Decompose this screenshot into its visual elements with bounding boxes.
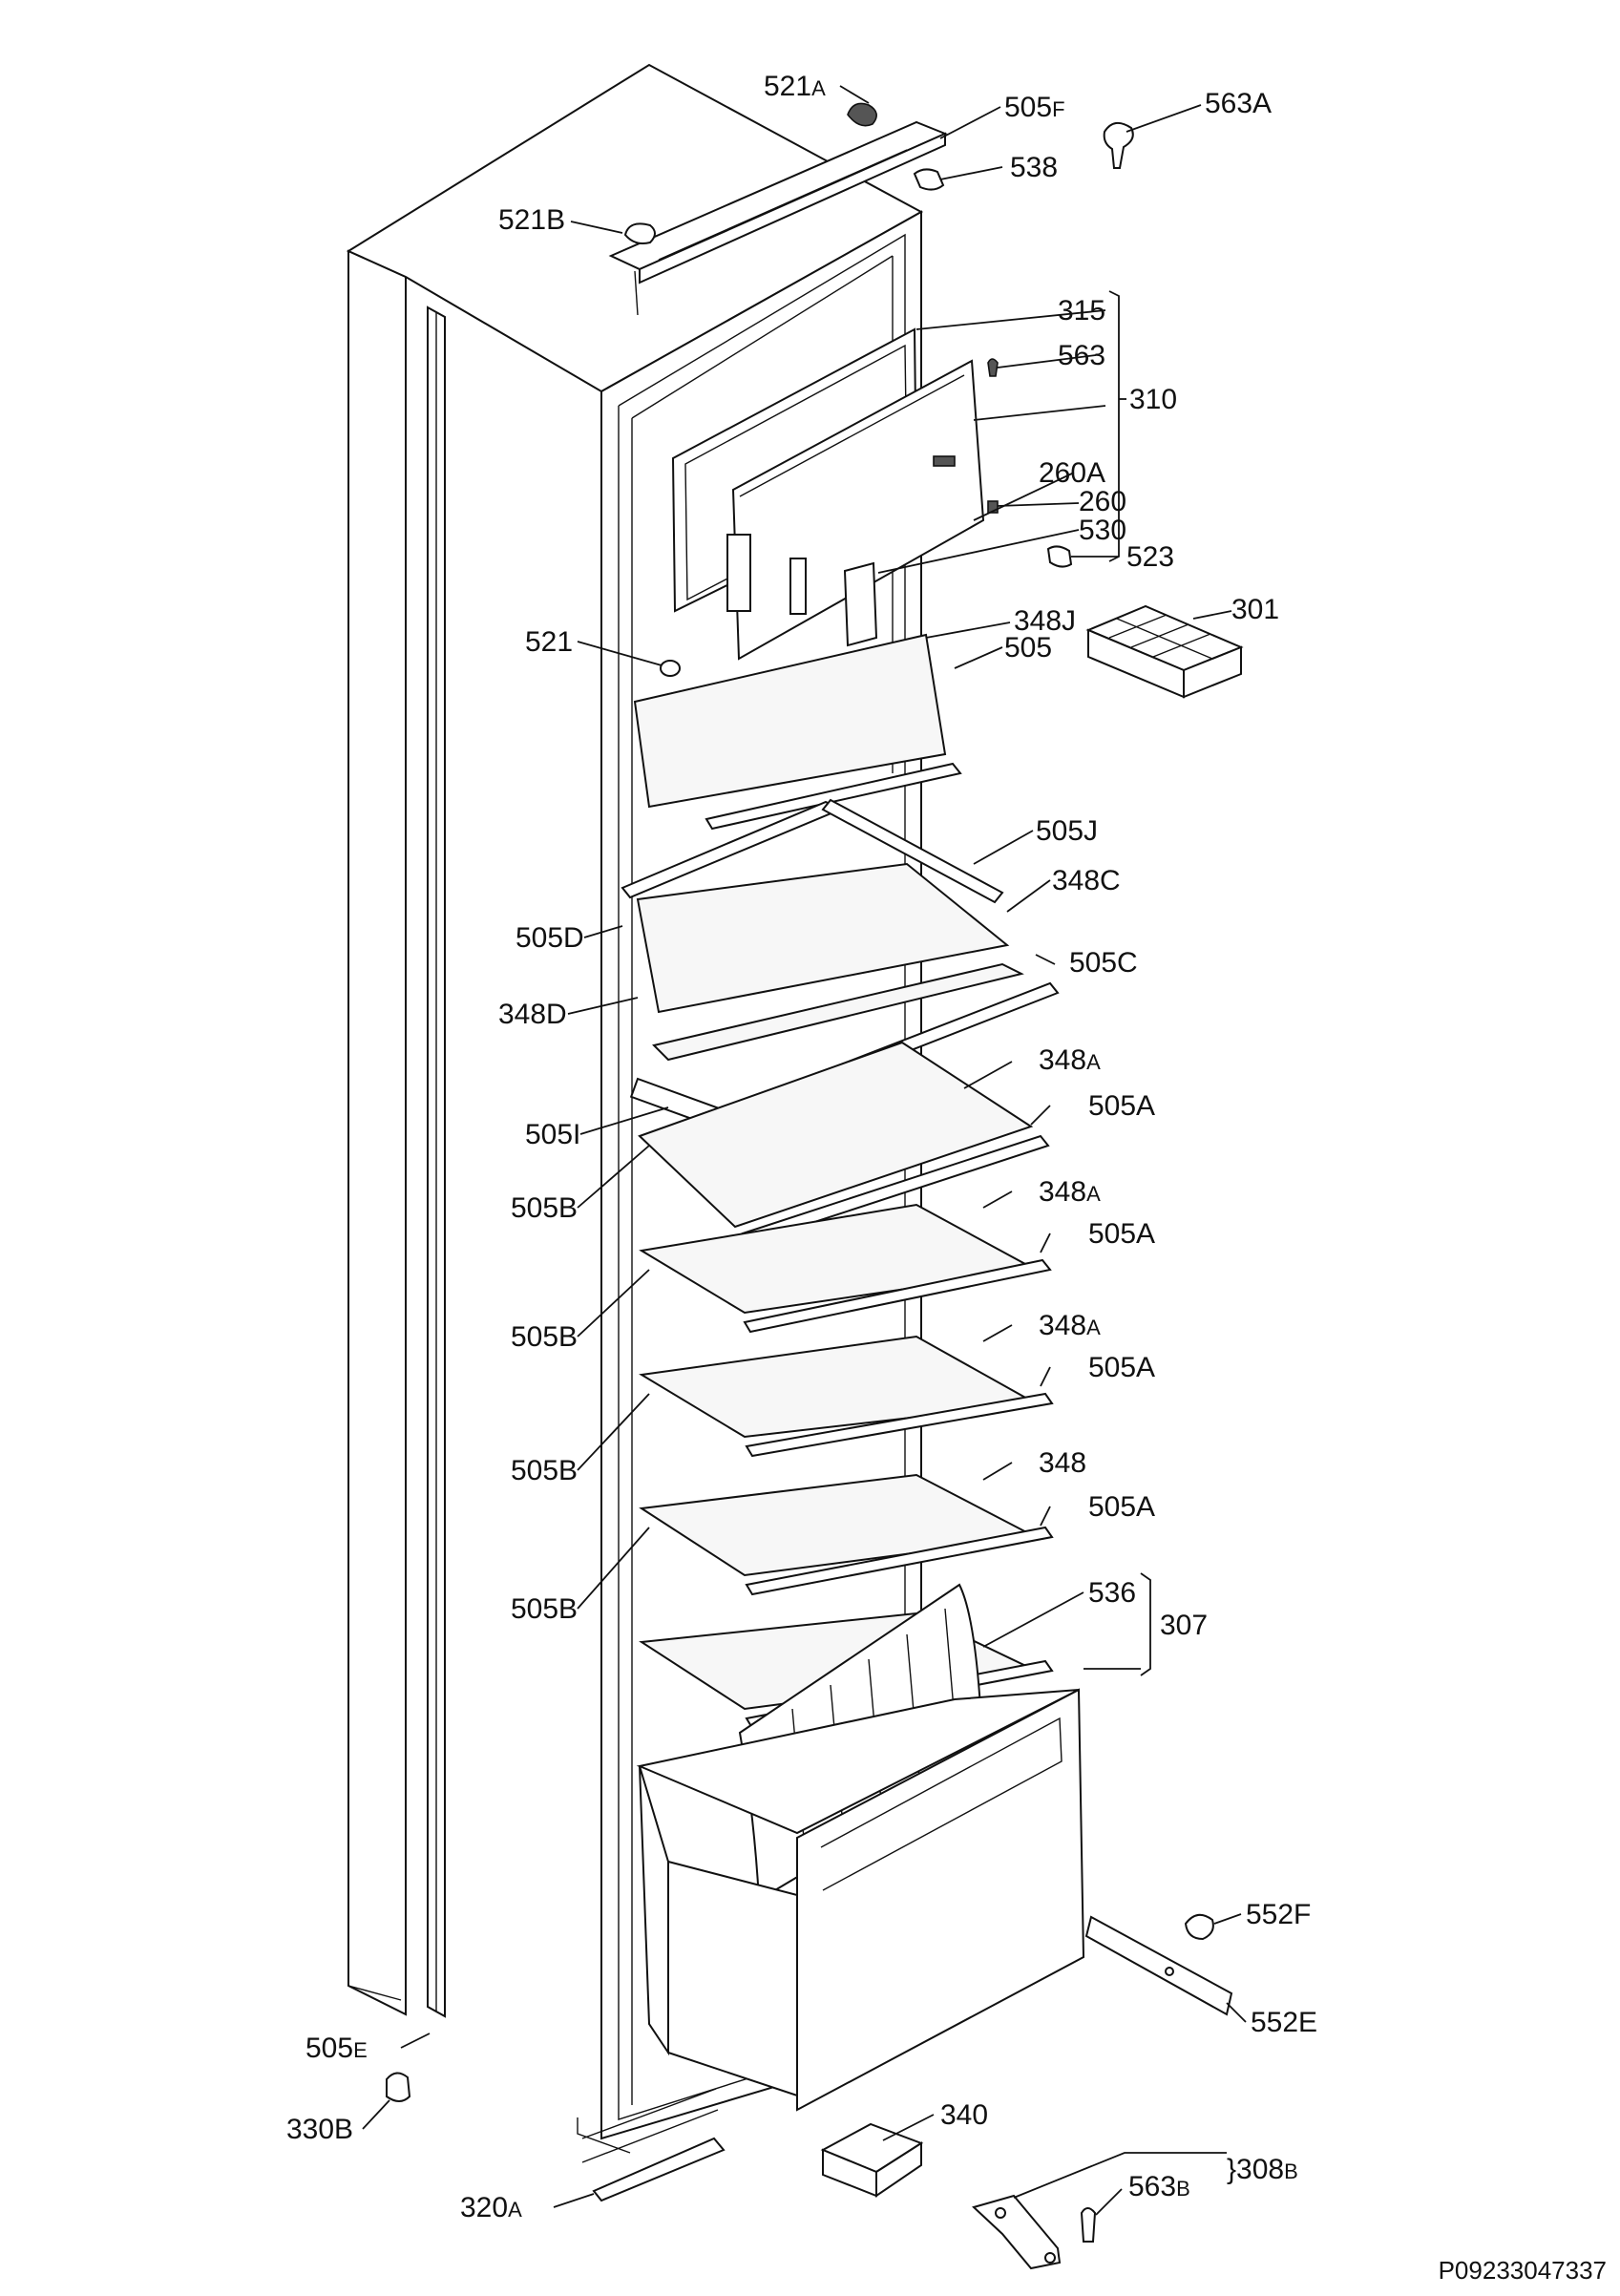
label-505: 505 — [1004, 632, 1052, 664]
shelf-348j-group — [633, 633, 962, 831]
label-505e: 505E — [305, 2033, 368, 2064]
label-310: 310 — [1129, 384, 1177, 415]
knob-521a — [847, 102, 877, 127]
label-330b: 330B — [286, 2114, 353, 2145]
label-348j: 348J — [1014, 605, 1076, 637]
label-505f: 505F — [1004, 92, 1065, 123]
label-563: 563 — [1058, 340, 1105, 371]
label-505b-4: 505B — [511, 1593, 578, 1625]
label-530: 530 — [1079, 515, 1126, 546]
left-door-strip — [427, 305, 446, 2018]
screw-552f — [1184, 1913, 1214, 1941]
shelf-348c — [652, 962, 1024, 1062]
label-348a-3: 348A — [1039, 1310, 1101, 1341]
part-260 — [987, 500, 999, 514]
glass-shelves — [638, 1041, 1054, 1730]
knob-521 — [660, 660, 681, 677]
label-505d: 505D — [515, 922, 584, 954]
part-labels: 521A 505F 563A 538 521B 315 563 310 260A… — [286, 71, 1317, 2223]
shelf-348d — [636, 862, 1010, 1014]
document-reference: P09233047337 — [1438, 2256, 1607, 2285]
door-vent — [933, 455, 956, 467]
label-552e: 552E — [1251, 2007, 1317, 2038]
label-505a-1: 505A — [1088, 1090, 1155, 1122]
label-340: 340 — [940, 2099, 988, 2131]
label-563a: 563A — [1205, 88, 1272, 119]
strip-505a-2 — [743, 1258, 1052, 1334]
label-505a-3: 505A — [1088, 1352, 1155, 1383]
cabinet-bottom-edge — [347, 1985, 402, 2001]
screw-563 — [987, 358, 999, 377]
rail-552e — [1084, 1915, 1233, 2016]
cabinet-left-side — [347, 249, 407, 2016]
bottom-parts — [386, 2072, 1097, 2270]
label-348c: 348C — [1052, 865, 1121, 896]
door-catch — [843, 561, 878, 647]
knob-521b — [623, 222, 656, 244]
shelf-348j — [633, 633, 947, 809]
handle-530 — [789, 558, 807, 615]
label-348: 348 — [1039, 1447, 1086, 1479]
strip-505a-3 — [745, 1392, 1054, 1458]
label-260a: 260A — [1039, 457, 1105, 489]
bracket-538 — [913, 168, 945, 191]
label-307: 307 — [1160, 1610, 1208, 1641]
freezer-door-group — [671, 327, 1073, 661]
foot-330b — [386, 2072, 411, 2102]
label-505b-3: 505B — [511, 1455, 578, 1486]
cabinet-top-front-edge — [405, 276, 602, 392]
label-521: 521 — [525, 626, 573, 658]
label-505c: 505C — [1069, 947, 1138, 979]
label-308b: }308B — [1227, 2154, 1298, 2185]
label-505j: 505J — [1036, 815, 1098, 847]
screw-563a — [1103, 121, 1134, 169]
label-521b: 521B — [498, 204, 565, 236]
rail-552 — [1084, 1913, 1233, 2016]
cabinet-frame-top-inner — [631, 255, 894, 419]
label-505b-2: 505B — [511, 1321, 578, 1353]
drawer-group — [636, 1583, 1085, 2112]
label-301: 301 — [1231, 594, 1279, 625]
label-260: 260 — [1079, 486, 1126, 517]
label-348d: 348D — [498, 999, 567, 1030]
label-523: 523 — [1126, 541, 1174, 573]
rail-505j — [821, 798, 1004, 904]
drawer-front-307 — [796, 1688, 1085, 2112]
label-320a: 320A — [460, 2192, 522, 2223]
shelf-348a-1 — [638, 1041, 1034, 1229]
label-505i: 505I — [525, 1119, 580, 1150]
part-523 — [1046, 545, 1073, 568]
ice-tray-301 — [1085, 604, 1244, 699]
screw-563b — [1080, 2207, 1097, 2243]
label-505a-4: 505A — [1088, 1491, 1155, 1523]
cabinet-plinth — [577, 2117, 631, 2154]
hinge-260a — [726, 534, 751, 612]
label-505a-2: 505A — [1088, 1218, 1155, 1250]
leader-lines — [362, 85, 1247, 2216]
label-552f: 552F — [1246, 1899, 1311, 1930]
label-505b-1: 505B — [511, 1192, 578, 1224]
top-rail-group — [608, 102, 1134, 316]
label-348a-1: 348A — [1039, 1044, 1101, 1076]
label-315: 315 — [1058, 295, 1105, 326]
label-536: 536 — [1088, 1577, 1136, 1609]
label-348a-2: 348A — [1039, 1176, 1101, 1208]
strip-505a-4 — [745, 1526, 1054, 1596]
label-563b: 563B — [1128, 2171, 1190, 2202]
cover-320a — [592, 2137, 726, 2202]
strip-505 — [705, 762, 962, 831]
label-538: 538 — [1010, 152, 1058, 183]
label-521a: 521A — [764, 71, 826, 102]
